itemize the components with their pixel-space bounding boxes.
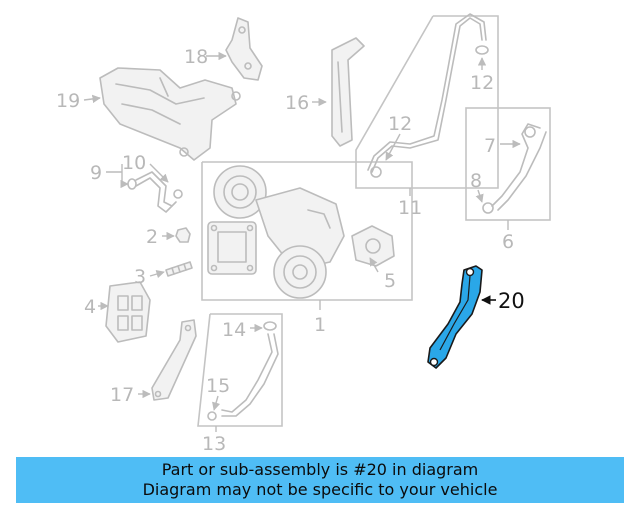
label-18: 18 bbox=[184, 46, 208, 68]
label-11: 11 bbox=[398, 197, 422, 219]
part-20-body bbox=[427, 265, 483, 369]
group-box-13 bbox=[197, 313, 283, 427]
label-14: 14 bbox=[222, 319, 246, 341]
label-10: 10 bbox=[122, 152, 146, 174]
label-2: 2 bbox=[146, 226, 158, 248]
label-20: 20 bbox=[498, 289, 525, 313]
label-5: 5 bbox=[384, 270, 396, 292]
label-12-mid: 12 bbox=[388, 113, 412, 135]
info-banner: Part or sub-assembly is #20 in diagram D… bbox=[16, 457, 624, 503]
label-6: 6 bbox=[502, 231, 514, 253]
label-1: 1 bbox=[314, 314, 326, 336]
label-12-top: 12 bbox=[470, 72, 494, 94]
part-16-heat-shield bbox=[331, 37, 365, 147]
part-18-bracket bbox=[225, 17, 263, 81]
label-9: 9 bbox=[90, 162, 102, 184]
label-8: 8 bbox=[470, 170, 482, 192]
group-box-6 bbox=[465, 107, 551, 221]
part-1-turbocharger bbox=[207, 165, 345, 299]
part-4-gasket bbox=[105, 281, 151, 343]
part-5-actuator bbox=[351, 225, 395, 267]
part-11-oil-line bbox=[371, 17, 483, 173]
label-19: 19 bbox=[56, 90, 80, 112]
label-3: 3 bbox=[134, 266, 146, 288]
part-19-manifold bbox=[99, 67, 237, 161]
part-7-oil-return bbox=[491, 123, 541, 207]
label-16: 16 bbox=[285, 92, 309, 114]
part-17-bracket bbox=[151, 319, 197, 401]
group-box-11 bbox=[355, 15, 499, 189]
label-13: 13 bbox=[202, 433, 226, 455]
part-20-support-bracket bbox=[427, 265, 483, 369]
label-4: 4 bbox=[84, 296, 96, 318]
part-9-coolant-line bbox=[135, 177, 177, 213]
part-2-nut bbox=[175, 227, 191, 243]
label-7: 7 bbox=[484, 135, 496, 157]
label-15: 15 bbox=[206, 375, 230, 397]
parts-diagram: 18 19 16 12 12 7 8 9 10 11 2 6 3 5 4 1 1… bbox=[56, 13, 551, 455]
label-17: 17 bbox=[110, 384, 134, 406]
group-box-1 bbox=[201, 161, 413, 301]
banner-line-2: Diagram may not be specific to your vehi… bbox=[142, 480, 498, 499]
part-13-coolant-return bbox=[221, 333, 273, 413]
banner-line-1: Part or sub-assembly is #20 in diagram bbox=[161, 460, 479, 479]
